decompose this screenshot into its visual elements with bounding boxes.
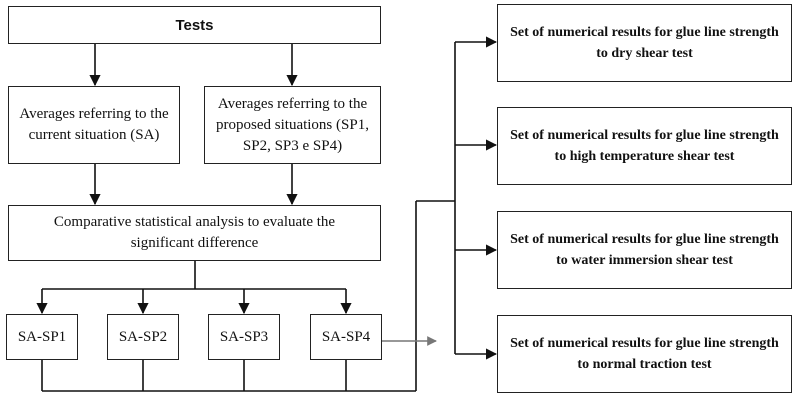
statistical-analysis-box: Comparative statistical analysis to eval… [8, 205, 381, 261]
pair-label: SA-SP1 [17, 328, 67, 345]
result-box-water-immersion-shear: Set of numerical results for glue line s… [497, 211, 792, 289]
pair-label: SA-SP4 [321, 328, 371, 345]
result-label: Set of numerical results for glue line s… [510, 232, 779, 268]
current-situation-box: Averages referring to the current situat… [8, 86, 180, 164]
result-label: Set of numerical results for glue line s… [510, 25, 779, 61]
pair-box-sa-sp1: SA-SP1 [6, 314, 78, 360]
pair-label: SA-SP2 [118, 328, 168, 345]
result-box-high-temperature-shear: Set of numerical results for glue line s… [497, 107, 792, 185]
pair-box-sa-sp2: SA-SP2 [107, 314, 179, 360]
proposed-situations-box: Averages referring to the proposed situa… [204, 86, 381, 164]
result-box-normal-traction: Set of numerical results for glue line s… [497, 315, 792, 393]
tests-box: Tests [8, 6, 381, 44]
result-box-dry-shear: Set of numerical results for glue line s… [497, 4, 792, 82]
result-label: Set of numerical results for glue line s… [510, 336, 779, 372]
pair-box-sa-sp4: SA-SP4 [310, 314, 382, 360]
pair-label: SA-SP3 [219, 328, 269, 345]
proposed-situations-label: Averages referring to the proposed situa… [216, 95, 369, 154]
current-situation-label: Averages referring to the current situat… [19, 106, 169, 143]
pair-box-sa-sp3: SA-SP3 [208, 314, 280, 360]
tests-label: Tests [175, 16, 214, 34]
result-label: Set of numerical results for glue line s… [510, 128, 779, 164]
statistical-analysis-label: Comparative statistical analysis to eval… [53, 214, 336, 251]
